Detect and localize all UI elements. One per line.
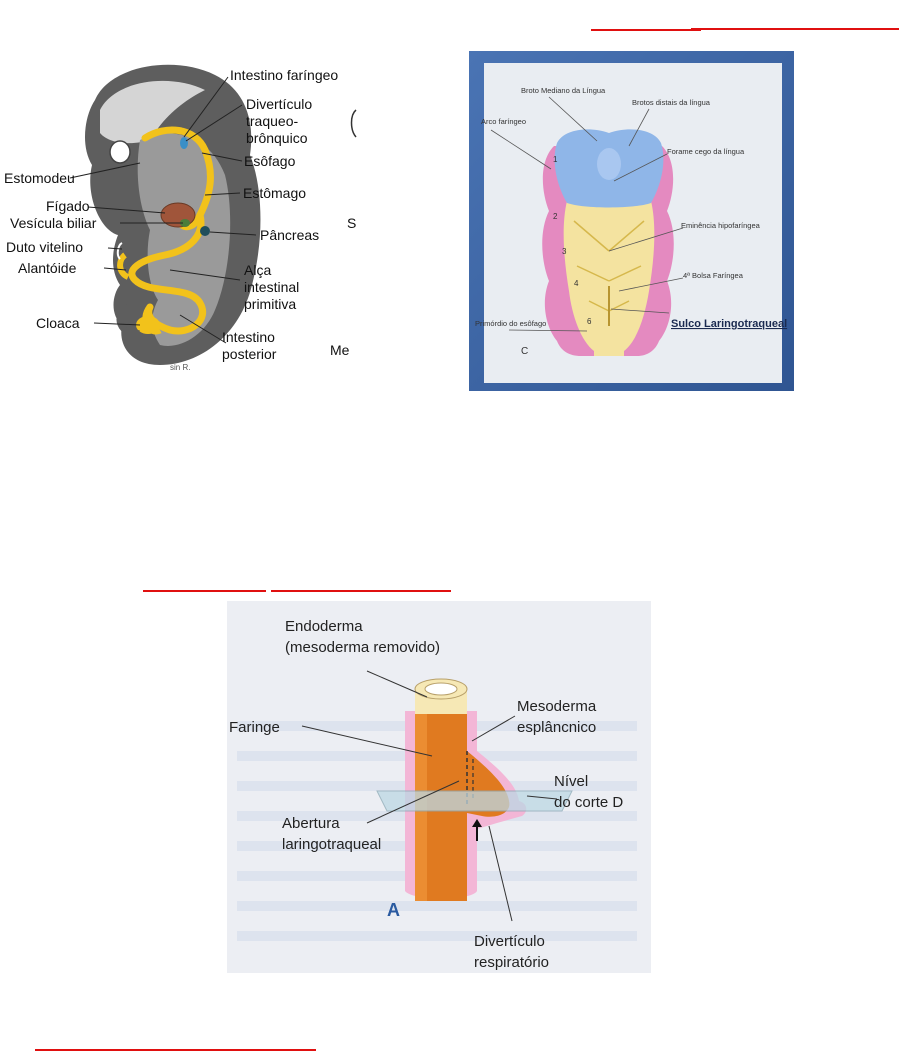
label-arco-faringeo: Arco faríngeo bbox=[481, 117, 526, 126]
label-nivel-1: Nível bbox=[554, 773, 588, 790]
label-edge-me: Me bbox=[330, 342, 350, 358]
svg-text:sin R.: sin R. bbox=[170, 363, 190, 372]
label-abertura-1: Abertura bbox=[282, 815, 340, 832]
label-bolsa: 4ª Bolsa Faríngea bbox=[683, 271, 744, 280]
label-estomodeu: Estomodeu bbox=[4, 170, 75, 186]
label-nivel-2: do corte D bbox=[554, 794, 623, 811]
label-broto-mediano: Broto Mediano da Língua bbox=[521, 86, 606, 95]
pharynx-tongue-figure: 1 2 3 4 6 Broto Mediano da Língua Brotos… bbox=[469, 51, 794, 391]
label-alca-2: intestinal bbox=[244, 279, 299, 295]
respiratory-diverticulum-figure: Endoderma (mesoderma removido) Faringe M… bbox=[227, 601, 651, 973]
label-abertura-2: laringotraqueal bbox=[282, 836, 381, 853]
label-brotos-distais: Brotos distais da língua bbox=[632, 98, 711, 107]
label-duto-vitelino: Duto vitelino bbox=[6, 239, 83, 255]
label-alca-1: Alça bbox=[244, 262, 271, 278]
label-pancreas: Pâncreas bbox=[260, 227, 319, 243]
label-eminencia: Eminência hipofaríngea bbox=[681, 221, 761, 230]
label-faringe: Faringe bbox=[229, 719, 280, 736]
label-mesoderma-1: Mesoderma bbox=[517, 698, 597, 715]
gut-tube bbox=[141, 126, 214, 231]
embryo-gut-figure: Intestino faríngeo Divertículo traqueo- … bbox=[0, 45, 360, 385]
label-alca-3: primitiva bbox=[244, 296, 296, 312]
section-plane bbox=[376, 790, 573, 812]
label-endoderma-2: (mesoderma removido) bbox=[285, 639, 440, 656]
arch-number-3: 3 bbox=[562, 247, 567, 256]
label-estomago: Estômago bbox=[243, 185, 306, 201]
red-underline-top-1 bbox=[591, 29, 701, 31]
label-esofago: Esôfago bbox=[244, 153, 296, 169]
label-alantoide: Alantóide bbox=[18, 260, 77, 276]
label-endoderma-1: Endoderma bbox=[285, 618, 363, 635]
label-diverticulo-1: Divertículo bbox=[474, 933, 545, 950]
label-primordio: Primórdio do esôfago bbox=[475, 319, 546, 328]
label-c: C bbox=[521, 346, 528, 357]
label-a: A bbox=[387, 900, 400, 920]
label-edge-s: S bbox=[347, 215, 356, 231]
arch-number-4: 4 bbox=[574, 279, 579, 288]
label-forame-cego: Forame cego da língua bbox=[667, 147, 745, 156]
label-diverticulo-2: respiratório bbox=[474, 954, 549, 971]
label-diverticulo-2: traqueo- bbox=[246, 113, 298, 129]
red-underline-mid-1 bbox=[143, 590, 266, 592]
arch-number-6: 6 bbox=[587, 317, 592, 326]
label-intestino-posterior-1: Intestino bbox=[222, 329, 275, 345]
red-underline-mid-2 bbox=[271, 590, 451, 592]
label-diverticulo-3: brônquico bbox=[246, 130, 308, 146]
arch-number-2: 2 bbox=[553, 212, 558, 221]
label-diverticulo-1: Divertículo bbox=[246, 96, 312, 112]
label-figado: Fígado bbox=[46, 198, 90, 214]
red-underline-bottom bbox=[35, 1049, 316, 1051]
label-vesicula-biliar: Vesícula biliar bbox=[10, 215, 97, 231]
label-sulco: Sulco Laringotraqueal bbox=[671, 318, 787, 330]
red-underline-top-2 bbox=[691, 28, 899, 30]
label-mesoderma-2: esplâncnico bbox=[517, 719, 596, 736]
label-cloaca: Cloaca bbox=[36, 315, 80, 331]
label-intestino-faringeo: Intestino faríngeo bbox=[230, 67, 338, 83]
arch-number-1: 1 bbox=[553, 155, 558, 164]
label-intestino-posterior-2: posterior bbox=[222, 346, 277, 362]
